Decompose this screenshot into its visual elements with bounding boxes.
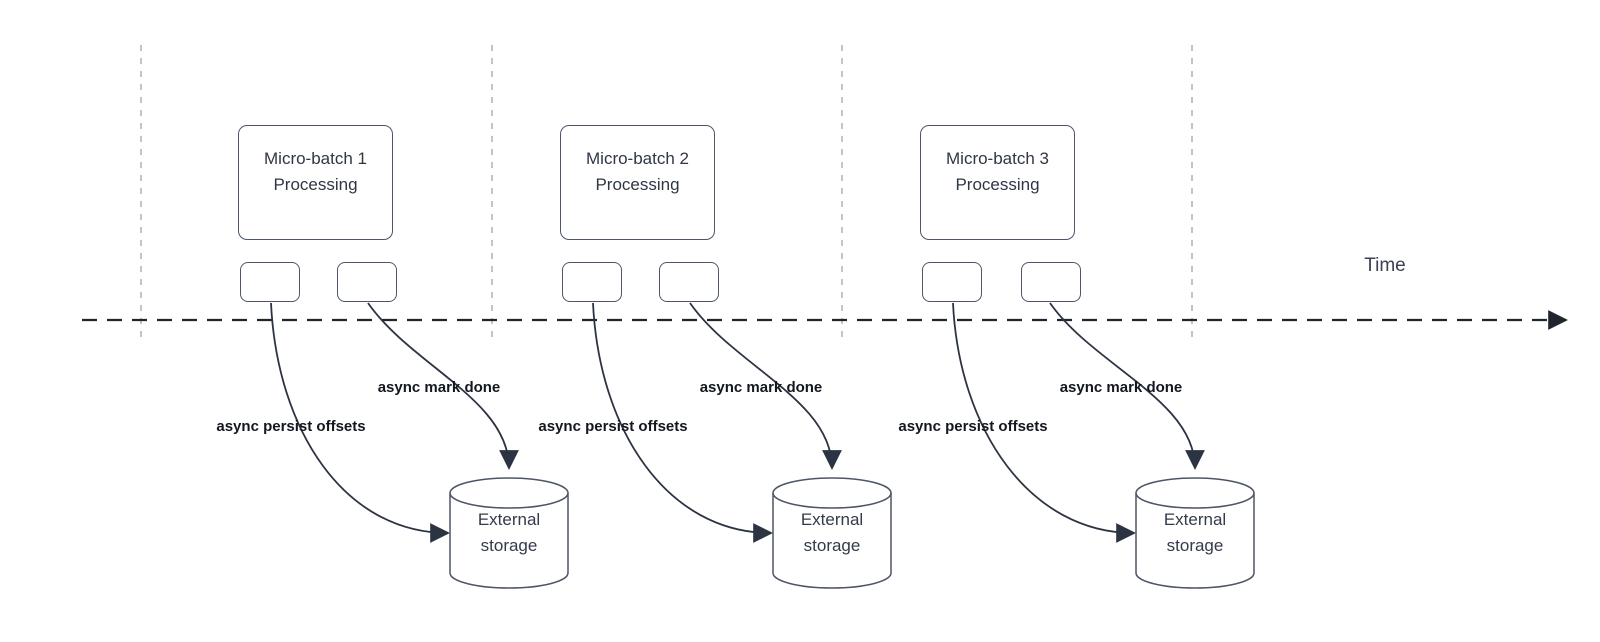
batch2-persist-offsets-label: async persist offsets <box>538 418 688 435</box>
time-axis-label: Time <box>1364 255 1406 276</box>
batch3-done-task-box <box>1021 262 1081 302</box>
batch3-external-storage-label: External storage <box>1163 510 1227 555</box>
micro-batch-3-title: Micro-batch 3 Processing <box>946 148 1049 194</box>
batch1-external-storage-label: External storage <box>477 510 541 555</box>
micro-batch-3-processing-box: Micro-batch 3 Processing <box>920 125 1075 240</box>
batch2-mark-done-arrow <box>689 302 842 470</box>
batch2-external-storage-label: External storage <box>800 510 864 555</box>
storage-cylinder-3-top-edge <box>1135 492 1255 509</box>
batch2-mark-done-label: async mark done <box>699 379 823 396</box>
batch3-mark-done-arrow <box>1049 302 1205 470</box>
batch2-done-task-box <box>659 262 719 302</box>
micro-batch-1-title: Micro-batch 1 Processing <box>264 148 367 194</box>
batch3-persist-offsets-arrow <box>952 302 1136 543</box>
micro-batch-2-title: Micro-batch 2 Processing <box>586 148 689 194</box>
micro-batch-2-processing-box: Micro-batch 2 Processing <box>560 125 715 240</box>
storage-cylinder-1-top-edge <box>449 492 569 509</box>
batch3-mark-done-label: async mark done <box>1059 379 1183 396</box>
micro-batch-1-processing-box: Micro-batch 1 Processing <box>238 125 393 240</box>
batch1-mark-done-arrow <box>367 302 519 470</box>
batch3-persist-offsets-label: async persist offsets <box>898 418 1048 435</box>
batch1-mark-done-label: async mark done <box>377 379 501 396</box>
batch1-offset-task-box <box>240 262 300 302</box>
batch1-persist-offsets-arrow <box>270 302 450 543</box>
storage-cylinder-2-top-edge <box>772 492 892 509</box>
batch1-done-task-box <box>337 262 397 302</box>
batch2-offset-task-box <box>562 262 622 302</box>
batch2-persist-offsets-arrow <box>592 302 773 543</box>
batch3-offset-task-box <box>922 262 982 302</box>
batch1-persist-offsets-label: async persist offsets <box>216 418 366 435</box>
